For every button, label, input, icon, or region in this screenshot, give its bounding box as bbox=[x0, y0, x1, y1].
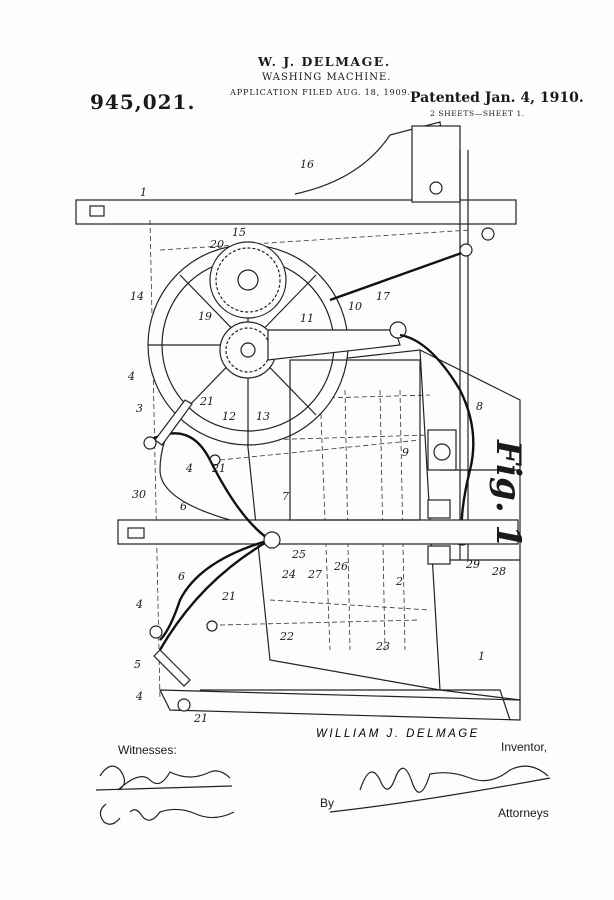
attorneys-label: Attorneys bbox=[498, 806, 549, 820]
rail-slot bbox=[89, 205, 105, 217]
numeral-21: 21 bbox=[199, 395, 214, 408]
numeral-4d: 4 bbox=[135, 690, 143, 703]
by-label: By bbox=[320, 796, 335, 810]
numeral-30: 30 bbox=[132, 488, 146, 501]
numeral-2: 2 bbox=[395, 575, 403, 588]
numeral-6: 6 bbox=[180, 500, 187, 513]
numeral-5: 5 bbox=[134, 658, 141, 671]
arm-17 bbox=[329, 248, 471, 302]
numeral-4c: 4 bbox=[135, 598, 143, 611]
numeral-7: 7 bbox=[282, 490, 289, 503]
invention-title: WASHING MACHINE. bbox=[262, 72, 392, 83]
numeral-8: 8 bbox=[476, 400, 483, 413]
numeral-19: 19 bbox=[198, 310, 212, 323]
connecting-rod bbox=[267, 329, 401, 361]
numeral-4: 4 bbox=[127, 370, 135, 383]
numeral-21c: 21 bbox=[221, 590, 236, 603]
numeral-1: 1 bbox=[140, 186, 147, 199]
numeral-9: 9 bbox=[402, 446, 409, 459]
numeral-23: 23 bbox=[375, 640, 390, 653]
numeral-13: 13 bbox=[256, 410, 270, 423]
numeral-21d: 21 bbox=[193, 712, 208, 725]
curved-link bbox=[399, 333, 475, 536]
numeral-17: 17 bbox=[376, 290, 390, 303]
base-board bbox=[159, 689, 521, 721]
attorney-signature bbox=[359, 765, 549, 793]
numeral-1b: 1 bbox=[478, 650, 485, 663]
frame-rail-bottom bbox=[200, 689, 511, 721]
numeral-10: 10 bbox=[348, 300, 362, 313]
numeral-6b: 6 bbox=[178, 570, 185, 583]
patented-date: Patented Jan. 4, 1910. bbox=[410, 90, 584, 106]
numeral-4b: 4 bbox=[185, 462, 193, 475]
inventor-printed-name: WILLIAM J. DELMAGE bbox=[316, 728, 480, 740]
numeral-29: 29 bbox=[465, 558, 480, 571]
numeral-16: 16 bbox=[300, 158, 314, 171]
numeral-3: 3 bbox=[136, 402, 143, 415]
numeral-12: 12 bbox=[222, 410, 236, 423]
bracket-bolt bbox=[429, 181, 443, 195]
inventor-name: W. J. DELMAGE. bbox=[258, 54, 391, 69]
numeral-25: 25 bbox=[291, 548, 306, 561]
sheet-info: 2 SHEETS—SHEET 1. bbox=[430, 109, 525, 118]
hook-lower bbox=[153, 649, 191, 687]
patent-number: 945,021. bbox=[90, 90, 196, 114]
numeral-26: 26 bbox=[333, 560, 348, 573]
numeral-20: 20 bbox=[209, 238, 224, 251]
numeral-15: 15 bbox=[232, 226, 246, 239]
witnesses-label: Witnesses: bbox=[118, 743, 177, 757]
numeral-14: 14 bbox=[130, 290, 144, 303]
hook-upper bbox=[154, 399, 193, 446]
frame-rail-top bbox=[75, 199, 517, 225]
numeral-22: 22 bbox=[279, 630, 294, 643]
numeral-11: 11 bbox=[300, 312, 314, 325]
figure-label: Fig. 1 bbox=[488, 440, 528, 549]
witness-signature-2 bbox=[99, 803, 235, 825]
numeral-24: 24 bbox=[281, 568, 296, 581]
numeral-28: 28 bbox=[491, 565, 506, 578]
witness-signature-1 bbox=[99, 765, 231, 791]
curved-support bbox=[294, 121, 451, 201]
numeral-27: 27 bbox=[307, 568, 322, 581]
numeral-21b: 21 bbox=[211, 462, 226, 475]
inventor-label: Inventor, bbox=[501, 740, 548, 754]
horizontal-slide bbox=[117, 519, 519, 545]
tub-side bbox=[419, 349, 521, 701]
application-filed-date: APPLICATION FILED AUG. 18, 1909. bbox=[230, 87, 411, 97]
